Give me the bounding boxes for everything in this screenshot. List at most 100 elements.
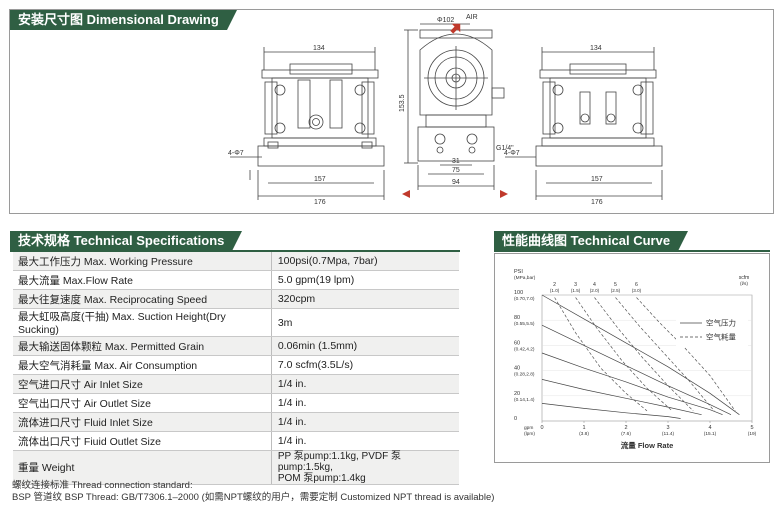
pressure-curve [541,403,681,419]
x-tick-label: 1 [582,425,585,431]
spec-label: 最大往复速度 Max. Reciprocating Speed [13,289,272,309]
dimensional-drawings: 134 4-Φ7 157 176 Φ102 AIR 153.5 G1/4" 31… [228,14,663,206]
specs-title: 技术规格 Technical Specifications [10,231,243,251]
y-tick-sub: (0.42,4.2) [514,346,535,352]
right-view [505,47,663,200]
spec-label: 最大空气消耗量 Max. Air Consumption [13,355,272,375]
spec-value: 7.0 scfm(3.5L/s) [270,355,459,375]
weight-line-1: PP 泵pump:1.1kg, PVDF 泵pump:1.5kg, [277,451,402,473]
spec-value: 1/4 in. [270,431,459,451]
spec-label: 最大流量 Max.Flow Rate [13,270,272,290]
table-row: 最大虹吸高度(干抽) Max. Suction Height(Dry Sucki… [13,308,459,337]
center-dim-side: G1/4" [496,145,514,152]
x-tick-label: 4 [708,425,711,431]
spec-label: 流体进口尺寸 Fluid Inlet Size [13,412,272,432]
spec-label: 最大工作压力 Max. Working Pressure [13,252,272,271]
x-tick-label: 3 [666,425,669,431]
spec-value: 320cpm [270,289,459,309]
scfm-tick-label: 4 [593,282,596,288]
x-axis-unit: gpm [524,426,533,431]
air-arrow-icon [450,23,461,34]
legend-label: 空气耗量 [706,332,736,342]
scfm-tick-label: 3 [574,282,577,288]
center-view [404,23,505,190]
x-tick-sub: (19) [748,431,757,437]
y-axis-unit: (MPa,bar) [514,275,536,281]
right-dim-157: 157 [591,176,603,183]
y-tick-sub: (0.55,5.5) [514,321,535,327]
pressure-curve [541,324,732,416]
y-tick-sub: (0.14,1.4) [514,397,535,403]
spec-value: 3m [270,308,459,337]
dimensional-title: 安装尺寸图 Dimensional Drawing [10,10,237,30]
spec-label: 最大虹吸高度(干抽) Max. Suction Height(Dry Sucki… [13,308,272,337]
weight-line-2: POM 泵pump:1.4kg [277,473,366,484]
scfm-tick-sub: (1.0) [550,288,560,293]
scfm-tick-sub: (2.5) [611,288,621,293]
left-dim-hole: 4-Φ7 [228,150,244,157]
inlet-arrow-icon [402,190,410,198]
pressure-curve [541,379,702,416]
left-view [230,47,385,200]
y-tick-label: 0 [514,416,517,422]
spec-label: 空气进口尺寸 Air Inlet Size [13,374,272,394]
air-consumption-curve [594,297,694,412]
center-dim-height: 153.5 [399,94,406,112]
pressure-curve [541,294,740,415]
y-axis-label: PSI [514,269,523,275]
spec-label: 重量 Weight [13,450,272,485]
x-tick-sub: (3.8) [579,431,589,437]
scfm-tick-sub: (2.0) [590,288,600,293]
x-tick-label: 5 [750,425,753,431]
y-tick-label: 100 [514,290,523,296]
right-dim-hole: 4-Φ7 [504,150,520,157]
x-tick-sub: (7.6) [621,431,631,437]
pressure-curve [541,352,723,416]
spec-value: 1/4 in. [270,412,459,432]
x-tick-label: 0 [540,425,543,431]
dimensional-frame [9,9,774,214]
left-dim-157: 157 [314,176,326,183]
legend-bg [676,313,748,347]
x-tick-sub: (11.4) [662,431,675,437]
thread-note-2: BSP 管道纹 BSP Thread: GB/T7306.1–2000 (如需N… [12,492,495,503]
x-tick-label: 2 [624,425,627,431]
center-dim-75: 75 [452,167,460,174]
spec-value: 1/4 in. [270,374,459,394]
center-dim-31: 31 [452,158,460,165]
thread-note-1: 螺纹连接标准 Thread connection standard: [12,480,193,491]
air-consumption-curve [636,297,736,412]
x-axis-unit2: (lpm) [524,431,535,437]
outlet-arrow-icon [500,190,508,198]
air-consumption-curve [575,297,673,412]
spec-value: PP 泵pump:1.1kg, PVDF 泵pump:1.5kg,POM 泵pu… [270,450,459,485]
curve-frame [494,253,770,463]
x-tick-sub: (15.1) [704,431,717,437]
spec-label: 空气出口尺寸 Air Outlet Size [13,393,272,413]
left-dim-134: 134 [313,45,325,52]
right-dim-176: 176 [591,199,603,206]
curve-title: 性能曲线图 Technical Curve [494,231,689,251]
air-consumption-curve [554,297,648,412]
scfm-tick-sub: (3.0) [632,288,642,293]
right-dim-134: 134 [590,45,602,52]
specs-rule [10,250,460,252]
scfm-tick-label: 2 [553,282,556,288]
y-tick-label: 60 [514,340,520,346]
curve-rule [494,250,770,252]
center-dim-diameter: Φ102 [437,17,454,24]
performance-chart: 100(0.70,7.0)80(0.55,5.5)60(0.42,4.2)40(… [514,269,757,450]
x-axis-label: 流量 Flow Rate [621,440,674,450]
scfm-tick-sub: (1.5) [571,288,581,293]
y-tick-label: 20 [514,391,520,397]
legend-label: 空气压力 [706,318,736,328]
y-tick-sub: (0.70,7.0) [514,296,535,302]
